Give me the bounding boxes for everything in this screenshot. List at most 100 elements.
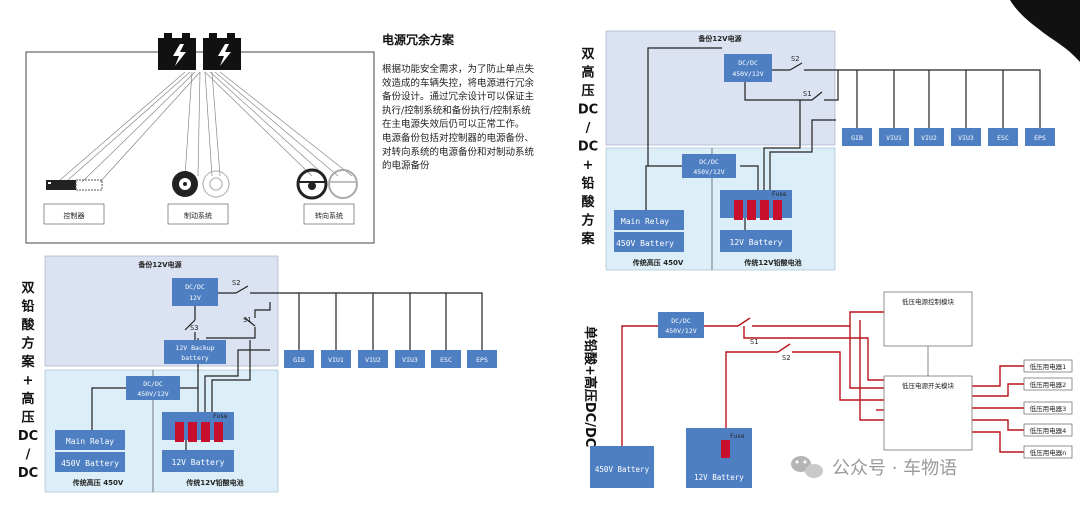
brake-label: 制动系统 [184, 211, 212, 220]
dhv-dcdc-top-line1: DC/DC [738, 59, 758, 67]
side-title-char: DC [578, 140, 598, 155]
lv-load-label: 低压用电器4 [1030, 426, 1067, 435]
brake-disc-icon [172, 170, 230, 198]
load-box-viu3 [951, 128, 981, 146]
dla-dcdc-main-box [126, 376, 180, 400]
dla-fuse-1 [175, 422, 184, 442]
dhv-wires [645, 47, 1041, 230]
dla-dcdc-top-line2: 12V [189, 294, 201, 302]
dhv-dcdc-main-line2: 450V/12V [693, 168, 724, 176]
steering-label-box [303, 203, 355, 225]
sla-switch-s2: S2 [782, 354, 790, 362]
side-title-char: / [586, 121, 591, 136]
load-box-viu1 [321, 350, 351, 368]
dla-dcdc-main-line1: DC/DC [143, 380, 163, 388]
dla-dcdc-top-line1: DC/DC [185, 283, 205, 291]
load-box-viu1 [879, 128, 909, 146]
dla-switch-s1: S1 [243, 316, 251, 324]
redundancy-paragraph-line: 备份设计。通过冗余设计可以保证主 [382, 91, 534, 103]
lv-load-label: 低压用电器1 [1030, 362, 1067, 371]
dla-fuse-label: Fuse [213, 413, 228, 420]
side-title-char: 铅 [21, 299, 34, 315]
dhv-fuse-label: Fuse [772, 191, 787, 198]
side-title-char: 高 [21, 391, 34, 407]
dhv-main-relay-label: Main Relay [621, 217, 669, 226]
load-label: VIU1 [328, 356, 344, 364]
lv-load-box [1023, 377, 1073, 391]
sla-control-module-box [883, 291, 973, 347]
side-title-char: DC [578, 103, 598, 118]
load-label: EPS [476, 356, 488, 364]
load-box-eps [467, 350, 497, 368]
load-label: GIB [851, 134, 863, 142]
dhv-hv-battery-box [614, 232, 684, 252]
controller-label: 控制器 [64, 211, 85, 220]
redundancy-overview: 控制器 制动系统 转向系统 [25, 33, 375, 244]
single-lead-acid-side-title: 单铅酸+高压DC/DC [582, 326, 598, 447]
sla-switch-module-label: 低压电源开关模块 [902, 381, 955, 390]
corner-decoration [1010, 0, 1080, 62]
dhv-fuse-2 [747, 200, 756, 220]
sla-fuse [721, 440, 730, 458]
sla-switch-s1: S1 [750, 338, 758, 346]
dla-backup-battery-box [164, 340, 226, 364]
controller-label-box [43, 203, 105, 225]
side-title-char: + [23, 374, 34, 389]
load-box-esc [431, 350, 461, 368]
side-title-char: DC [18, 429, 38, 444]
side-title-char: 方 [21, 336, 34, 352]
lv-load-label: 低压用电器2 [1030, 380, 1067, 389]
lv-load-box [1023, 401, 1073, 415]
dla-lv-battery-label: 12V Battery [172, 458, 225, 467]
single-lead-acid-diagram: 单铅酸+高压DC/DC DC/DC 450V/12V S1 S2 低压电源控制 [582, 291, 1073, 488]
sla-red-wires [621, 311, 1024, 453]
dhv-lv-battery-box [720, 230, 792, 252]
load-box-gib [842, 128, 872, 146]
dla-dcdc-top-box [172, 278, 218, 306]
sla-dcdc-line2: 450V/12V [665, 327, 696, 335]
load-label: EPS [1034, 134, 1046, 142]
sla-fuse-label: Fuse [730, 433, 745, 440]
load-box-esc [988, 128, 1018, 146]
sla-lv-battery-box [686, 428, 752, 488]
sla-hv-battery-box [590, 446, 654, 488]
side-title-char: 方 [581, 213, 594, 229]
side-title-char: + [583, 158, 594, 173]
side-title-char: 双 [581, 47, 594, 62]
load-box-viu3 [395, 350, 425, 368]
dla-main-relay-box [55, 430, 125, 450]
side-title-char: 酸 [21, 317, 35, 333]
dhv-dcdc-top-box [724, 54, 772, 82]
lv-load-box [1023, 359, 1073, 373]
side-title-char: 案 [580, 231, 595, 247]
dhv-lv-battery-label: 12V Battery [730, 238, 783, 247]
sla-control-module-label: 低压电源控制模块 [902, 297, 955, 306]
side-title-rotated: 单铅酸+高压DC/DC [582, 326, 598, 447]
load-box-eps [1025, 128, 1055, 146]
load-label: VIU1 [886, 134, 902, 142]
dhv-fuse-1 [734, 200, 743, 220]
dhv-dcdc-top-line2: 450V/12V [732, 70, 763, 78]
side-title-char: 铅 [581, 176, 594, 192]
steering-label: 转向系统 [315, 211, 343, 220]
dla-dcdc-main-line2: 450V/12V [137, 390, 168, 398]
battery-pair-icon [158, 33, 241, 70]
wechat-icon [791, 456, 823, 478]
watermark-text: 公众号 · 车物语 [832, 458, 957, 479]
side-title-char: 压 [581, 84, 594, 99]
side-title-char: 酸 [581, 194, 595, 210]
distribution-lines [59, 71, 353, 183]
dhv-switch-s1: S1 [803, 90, 811, 98]
dla-lv-caption: 传统12V铅酸电池 [185, 478, 243, 487]
dla-backup-battery-line1: 12V Backup [175, 344, 214, 352]
redundancy-paragraph-line: 根据功能安全需求，为了防止单点失 [382, 63, 535, 75]
side-title-char: DC [18, 466, 38, 481]
dla-hv-battery-box [55, 452, 125, 472]
redundancy-paragraph-line: 的电源备份 [382, 160, 430, 172]
dla-backup-battery-line2: battery [181, 354, 208, 362]
load-label: VIU2 [365, 356, 381, 364]
